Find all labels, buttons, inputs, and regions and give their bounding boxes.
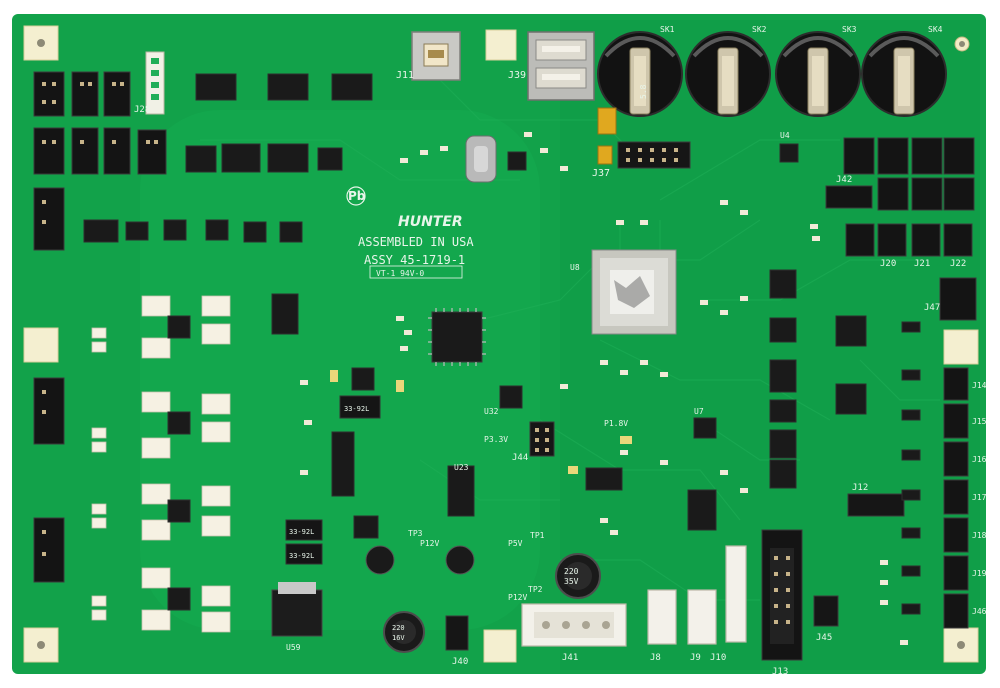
smd-inductors xyxy=(285,395,381,565)
j8-label: J8 xyxy=(650,653,661,663)
j44-label: J44 xyxy=(512,453,528,463)
electrolytic-cap-220uf-35v: 220 35V xyxy=(555,553,601,599)
inductor-l1-label: 33-92L xyxy=(344,405,369,413)
j21-label: J21 xyxy=(914,259,930,269)
j8-connector xyxy=(647,589,677,645)
u7-label: U7 xyxy=(694,407,704,416)
sk1-label: SK1 xyxy=(660,25,675,34)
j40-header xyxy=(445,615,469,651)
right-output-headers xyxy=(943,367,969,629)
tp2-label: TP2 xyxy=(528,585,543,594)
round-inductor xyxy=(365,545,395,575)
microcontroller-qfp xyxy=(428,308,486,366)
inductor-l2-label: 33-92L xyxy=(289,528,314,536)
j42-label: J42 xyxy=(836,175,852,185)
smd-passives xyxy=(300,132,908,645)
u8-label: U8 xyxy=(570,263,580,272)
u23-label: U23 xyxy=(454,463,469,472)
tantalum-cap xyxy=(597,145,613,165)
u59-label: U59 xyxy=(286,643,301,652)
analog-channel-components xyxy=(91,295,231,633)
j28-label: J28 xyxy=(134,105,150,115)
cap2-value: 220 xyxy=(392,624,405,632)
pb-mark: Pb xyxy=(348,189,366,203)
p33v-label: P3.3V xyxy=(484,435,508,444)
j15-label: J15 xyxy=(972,417,987,426)
round-inductor xyxy=(445,545,475,575)
tp1-label: TP1 xyxy=(530,531,545,540)
left-headers xyxy=(33,71,167,583)
top-soic-row xyxy=(83,73,373,243)
voltage-regulator-u59 xyxy=(271,582,323,637)
j46-label: J46 xyxy=(972,607,987,616)
j12-header xyxy=(847,493,905,517)
j41-power-connector xyxy=(521,603,627,647)
sk1-socket: 5.8 xyxy=(597,31,683,117)
pcb-substrate xyxy=(12,14,986,674)
j44-header xyxy=(529,421,555,457)
ul-rating-text: VT-1 94V-0 xyxy=(376,269,424,278)
sk4-label: SK4 xyxy=(928,25,943,34)
assembled-text: ASSEMBLED IN USA xyxy=(358,235,474,249)
j20-label: J20 xyxy=(880,259,896,269)
j19-label: J19 xyxy=(972,569,987,578)
j16-label: J16 xyxy=(972,455,987,464)
j10-connector xyxy=(725,545,747,643)
electrolytic-cap-220uf-16v: 220 16V xyxy=(383,611,425,653)
tp3-label: TP3 xyxy=(408,529,423,538)
assy-number-text: ASSY 45-1719-1 xyxy=(364,253,465,267)
pcb-conformal-sheen xyxy=(140,110,540,630)
j10-label: J10 xyxy=(710,653,726,663)
j14-label: J14 xyxy=(972,381,987,390)
cap1-value: 220 xyxy=(564,567,579,576)
j12-label: J12 xyxy=(852,483,868,493)
cap2-voltage: 16V xyxy=(392,634,405,642)
sk3-socket xyxy=(775,31,861,117)
sk2-socket xyxy=(685,31,771,117)
j40-label: J40 xyxy=(452,657,468,667)
cap1-voltage: 35V xyxy=(564,577,579,586)
p12v-label: P12V xyxy=(508,593,527,602)
sk4-socket xyxy=(861,31,947,117)
p18v-label: P1.8V xyxy=(604,419,628,428)
tantalum-cap xyxy=(597,107,617,135)
j11-label: J11 xyxy=(396,70,414,81)
inductor-l3-label: 33-92L xyxy=(289,552,314,560)
yellow-leds xyxy=(330,370,632,474)
j9-label: J9 xyxy=(690,653,701,663)
j18-label: J18 xyxy=(972,531,987,540)
j22-label: J22 xyxy=(950,259,966,269)
j37-label: J37 xyxy=(592,168,610,179)
j45-label: J45 xyxy=(816,633,832,643)
sk2-label: SK2 xyxy=(752,25,767,34)
usb-b-connector xyxy=(411,31,461,81)
battery-sockets: 5.8 xyxy=(597,31,947,117)
p12v2-label: P12V xyxy=(420,539,439,548)
j37-header xyxy=(617,141,691,169)
j45-header xyxy=(813,595,839,627)
j39-label: J39 xyxy=(508,70,526,81)
brand-logo-text: HUNTER xyxy=(398,214,463,230)
j47-label: J47 xyxy=(924,303,940,313)
right-top-headers xyxy=(825,137,977,321)
j41-label: J41 xyxy=(562,653,578,663)
usb-a-double-connector xyxy=(527,31,595,101)
main-processor-u8 xyxy=(591,249,677,335)
j13-box-header xyxy=(761,529,803,661)
j9-connector xyxy=(687,589,717,645)
u32-label: U32 xyxy=(484,407,499,416)
sk1-cell-label: 5.8 xyxy=(639,84,648,99)
u4-label: U4 xyxy=(780,131,790,140)
sk3-label: SK3 xyxy=(842,25,857,34)
p5v-label: P5V xyxy=(508,539,523,548)
j17-label: J17 xyxy=(972,493,987,502)
diode-column xyxy=(901,321,921,615)
mid-soic-cluster xyxy=(271,143,867,539)
j13-label: J13 xyxy=(772,667,788,677)
mounting-pads xyxy=(23,25,979,663)
